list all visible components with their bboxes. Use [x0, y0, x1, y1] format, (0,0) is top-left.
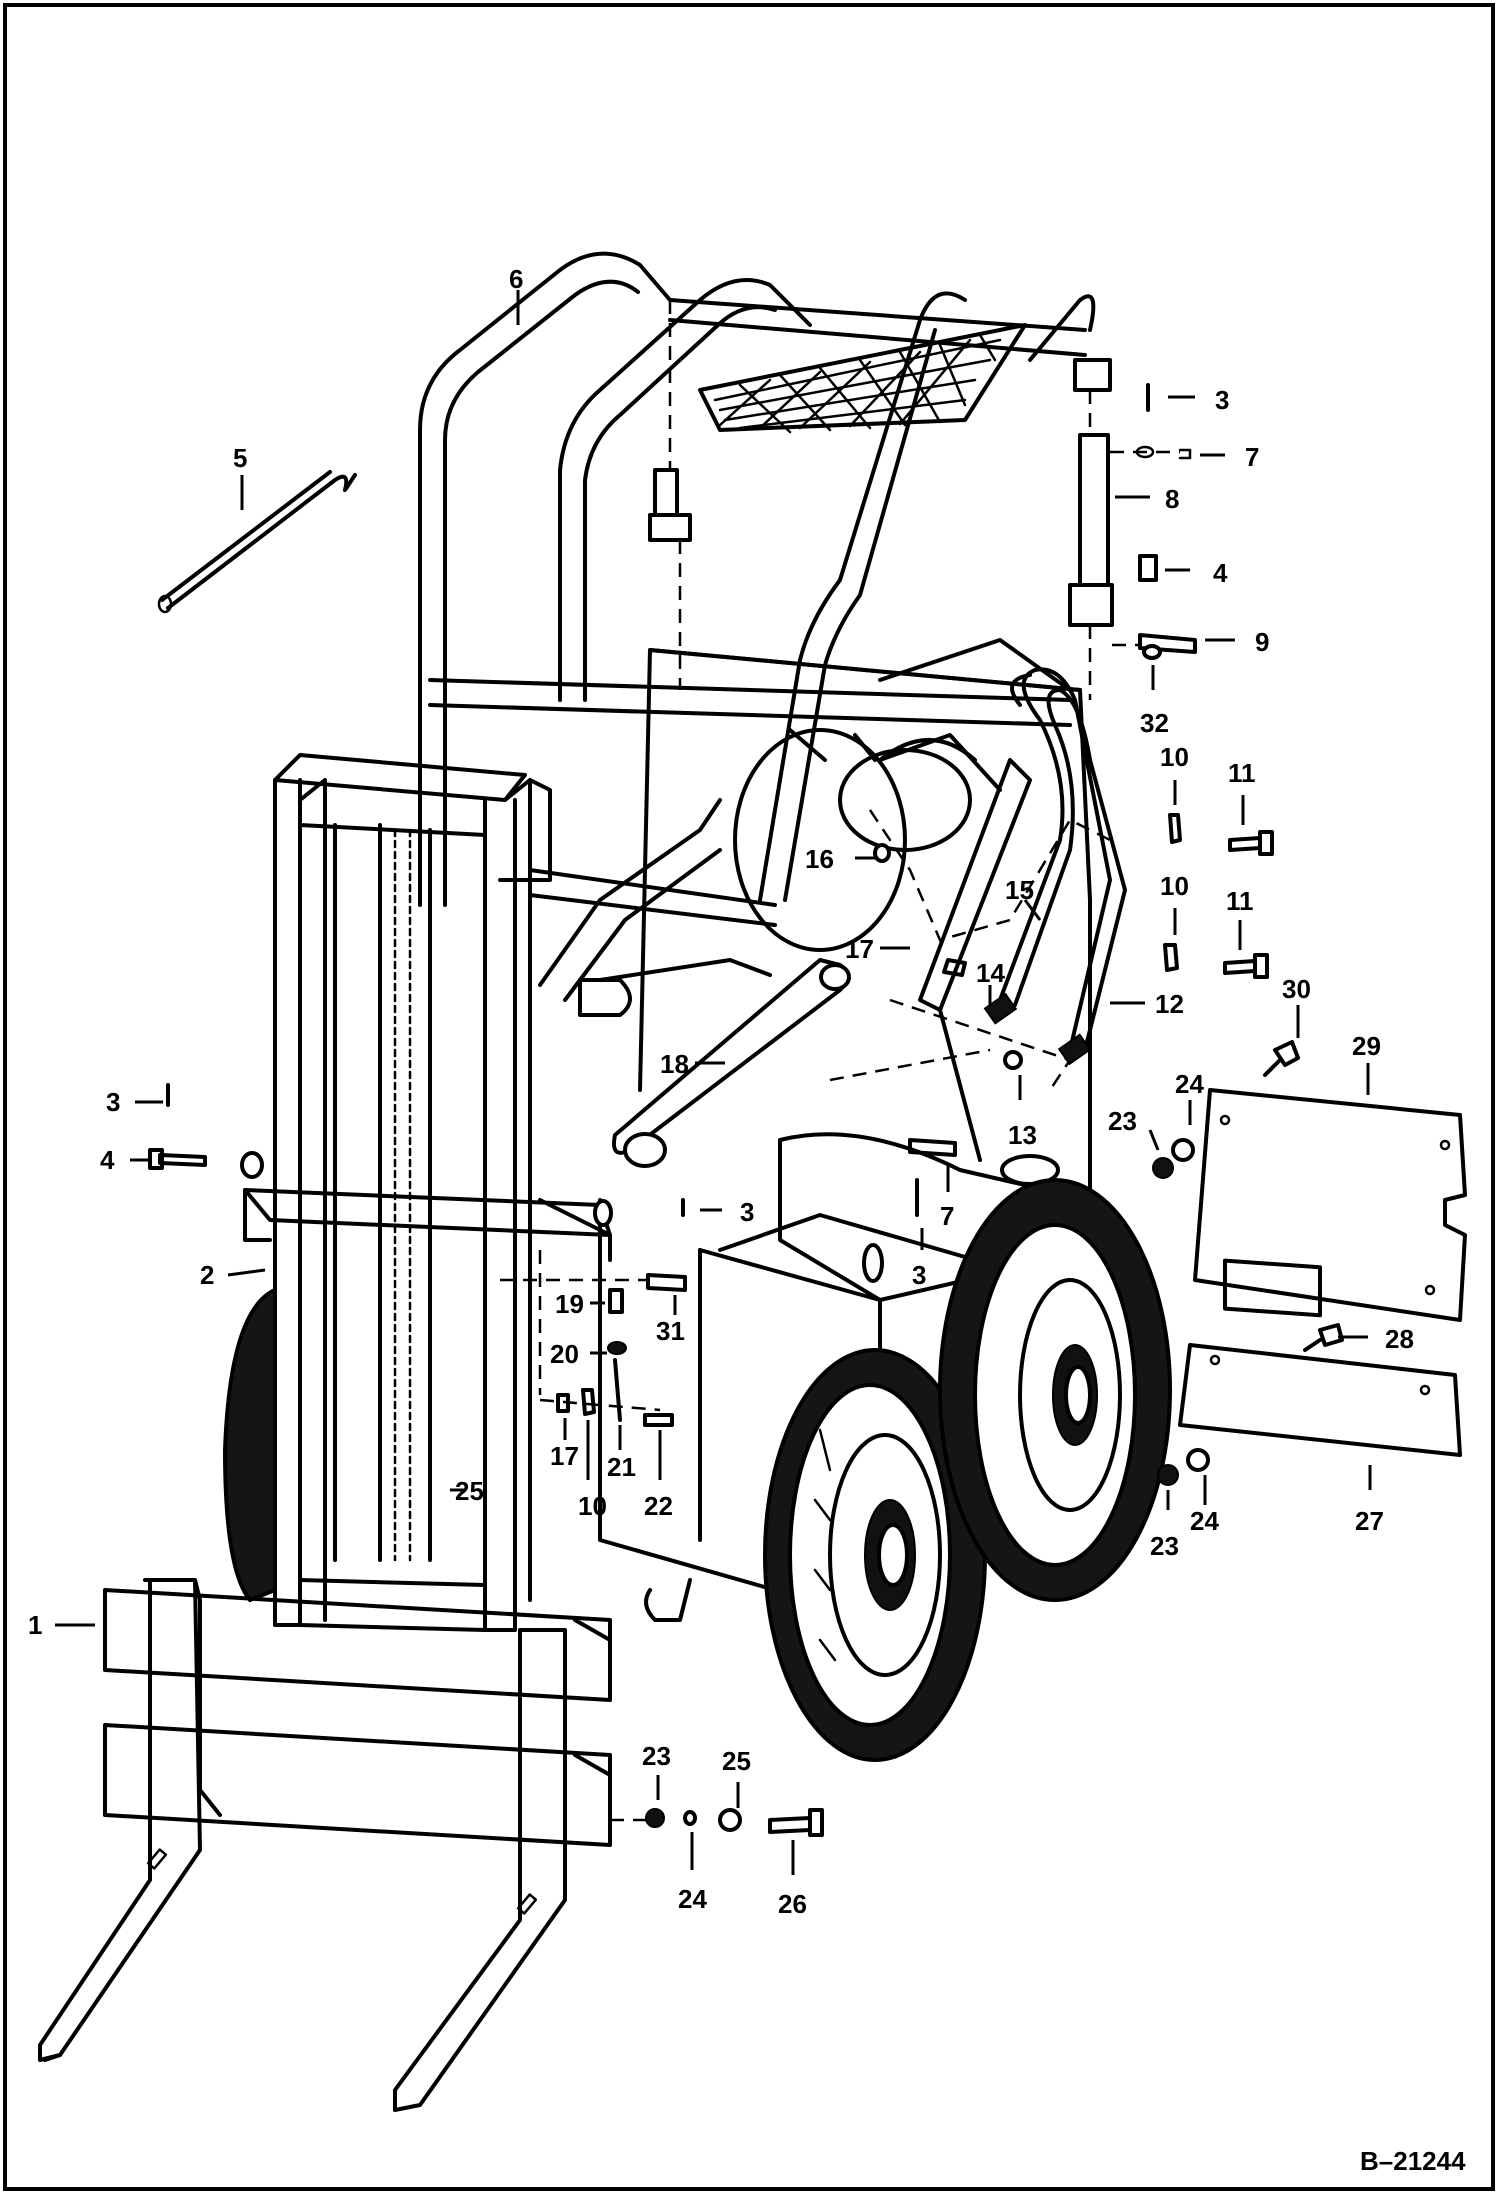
fork-right	[393, 1628, 567, 2112]
callout-30: 30	[1282, 974, 1311, 1004]
rops-cage	[418, 251, 1096, 927]
callout-26: 26	[778, 1889, 807, 1919]
callout-24-b: 24	[1190, 1506, 1219, 1536]
front-tire	[763, 1348, 987, 1762]
callout-2: 2	[200, 1260, 214, 1290]
cage-bracket-left	[648, 300, 692, 690]
callout-11-a: 11	[1228, 758, 1256, 788]
callout-19: 19	[555, 1289, 584, 1319]
callout-3-top: 3	[1215, 385, 1229, 415]
callout-31: 31	[656, 1316, 685, 1346]
callout-11-b: 11	[1226, 886, 1254, 916]
callout-10-b: 10	[1160, 871, 1189, 901]
callout-8: 8	[1165, 484, 1179, 514]
callout-18: 18	[660, 1049, 689, 1079]
small-hardware	[148, 813, 1344, 1837]
plate-27	[1178, 1343, 1462, 1457]
callout-21: 21	[607, 1452, 636, 1482]
callout-3-mid: 3	[740, 1197, 754, 1227]
callout-32: 32	[1140, 708, 1169, 738]
plate-29	[1193, 1088, 1467, 1322]
callout-12: 12	[1155, 989, 1184, 1019]
callout-23-c: 23	[642, 1741, 671, 1771]
callout-23-a: 23	[1108, 1106, 1137, 1136]
callout-29: 29	[1352, 1031, 1381, 1061]
support-rod	[157, 470, 357, 614]
callout-17-upper: 17	[845, 934, 874, 964]
callout-16: 16	[805, 844, 834, 874]
callout-9: 9	[1255, 627, 1269, 657]
callout-15: 15	[1005, 875, 1034, 905]
drawing-border	[3, 3, 1495, 2191]
left-tire	[222, 1286, 277, 1603]
callout-1: 1	[28, 1610, 42, 1640]
callout-24-a: 24	[1175, 1069, 1204, 1099]
callout-7-mid: 7	[940, 1201, 954, 1231]
pin-hardware-top	[1110, 383, 1197, 660]
lift-arm-assembly	[538, 758, 1111, 1168]
fork-left	[38, 1578, 202, 2062]
callout-10-a: 10	[1160, 742, 1189, 772]
callout-25-bottom: 25	[722, 1746, 751, 1776]
drawing-reference-number: B–21244	[1360, 2146, 1466, 2176]
callout-4-left: 4	[100, 1145, 115, 1175]
fork-carriage	[103, 1578, 612, 1847]
callout-14: 14	[976, 958, 1005, 988]
callout-27: 27	[1355, 1506, 1384, 1536]
rear-tire	[938, 1178, 1172, 1602]
callouts: 1 2 3 4 5 6 3 7 8 4 9 32 10 11 16 10 11	[28, 264, 1466, 2176]
callout-4-top: 4	[1213, 558, 1228, 588]
cage-bracket-right	[1068, 358, 1114, 700]
callout-24-c: 24	[678, 1884, 707, 1914]
callout-22: 22	[644, 1491, 673, 1521]
callout-5: 5	[233, 443, 247, 473]
callout-25-mast: 25	[455, 1476, 484, 1506]
callout-28: 28	[1385, 1324, 1414, 1354]
callout-3-right: 3	[912, 1260, 926, 1290]
loader-body	[578, 638, 1092, 1622]
callout-3-left: 3	[106, 1087, 120, 1117]
mesh-guard	[698, 323, 1027, 434]
callout-7-top: 7	[1245, 442, 1259, 472]
callout-20: 20	[550, 1339, 579, 1369]
mast	[240, 753, 613, 1632]
callout-23-b: 23	[1150, 1531, 1179, 1561]
callout-13: 13	[1008, 1120, 1037, 1150]
callout-10-c: 10	[578, 1491, 607, 1521]
callout-17-lower: 17	[550, 1441, 579, 1471]
hydraulic-hoses	[983, 667, 1127, 1066]
callout-6: 6	[509, 264, 523, 294]
